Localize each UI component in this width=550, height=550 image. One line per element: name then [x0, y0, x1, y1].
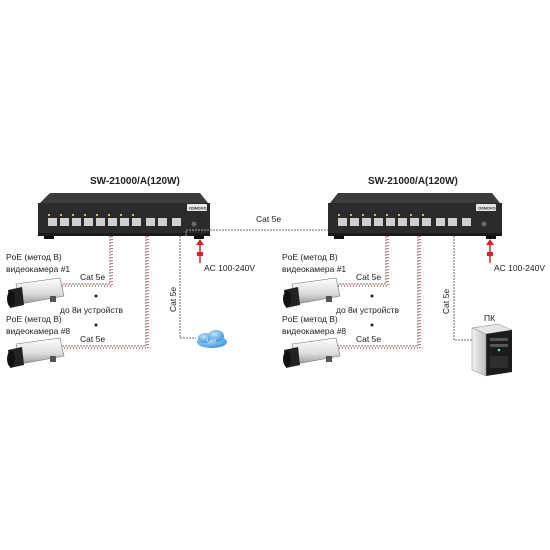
link-cable-label: Cat 5e — [256, 214, 281, 224]
camera-label-line2: видеокамера #8 — [6, 326, 70, 336]
uplink-cable — [453, 236, 472, 341]
ellipsis-dot — [94, 323, 98, 327]
camera-label-line2: видеокамера #1 — [6, 264, 70, 274]
camera-cables — [338, 236, 421, 349]
power-arrow-icon — [486, 239, 494, 263]
pc-tower-icon — [471, 323, 513, 377]
switch-group-right: SW-21000/A(120W) OSNO — [282, 176, 545, 377]
device-count-label: до 8и устройств — [336, 305, 400, 315]
switch-link-cable — [185, 229, 328, 236]
power-arrow-icon — [196, 239, 204, 263]
ellipsis-dot — [370, 294, 374, 298]
device-count-label: до 8и устройств — [60, 305, 124, 315]
network-switch: OSNOVO — [38, 193, 210, 239]
camera-cables — [62, 236, 149, 349]
ellipsis-dot — [94, 294, 98, 298]
brand-logo — [187, 204, 207, 211]
camera-icon — [7, 277, 65, 308]
uplink-cable — [179, 236, 196, 339]
switch-group-left: SW-21000/A(120W) OSNO — [6, 176, 255, 368]
network-switch: OSNOVO — [328, 193, 502, 239]
camera-icon — [7, 337, 65, 368]
power-label: AC 100-240V — [494, 263, 545, 273]
camera-label-line1: PoE (метод B) — [282, 252, 338, 262]
camera-label-line1: PoE (метод B) — [6, 252, 62, 262]
cable-label: Cat 5e — [80, 334, 105, 344]
ellipsis-dot — [370, 323, 374, 327]
camera-label-line2: видеокамера #8 — [282, 326, 346, 336]
power-label: AC 100-240V — [204, 263, 255, 273]
camera-label-line1: PoE (метод B) — [282, 314, 338, 324]
uplink-cable-label: Cat 5e — [441, 289, 451, 314]
cable-label: Cat 5e — [356, 334, 381, 344]
camera-icon — [283, 277, 341, 308]
switch-model-label: SW-21000/A(120W) — [90, 176, 180, 187]
cable-label: Cat 5e — [356, 272, 381, 282]
camera-icon — [283, 337, 341, 368]
pc-label: ПК — [484, 313, 495, 323]
brand-logo — [476, 204, 496, 211]
lan-label: LAN — [207, 338, 216, 343]
camera-label-line2: видеокамера #1 — [282, 264, 346, 274]
uplink-cable-label: Cat 5e — [168, 287, 178, 312]
lan-cloud-icon — [197, 330, 227, 348]
camera-label-line1: PoE (метод B) — [6, 314, 62, 324]
cable-label: Cat 5e — [80, 272, 105, 282]
brand-logo-text: OSNOVO — [189, 206, 207, 211]
switch-model-label: SW-21000/A(120W) — [368, 176, 458, 187]
brand-logo-text: OSNOVO — [478, 206, 496, 211]
